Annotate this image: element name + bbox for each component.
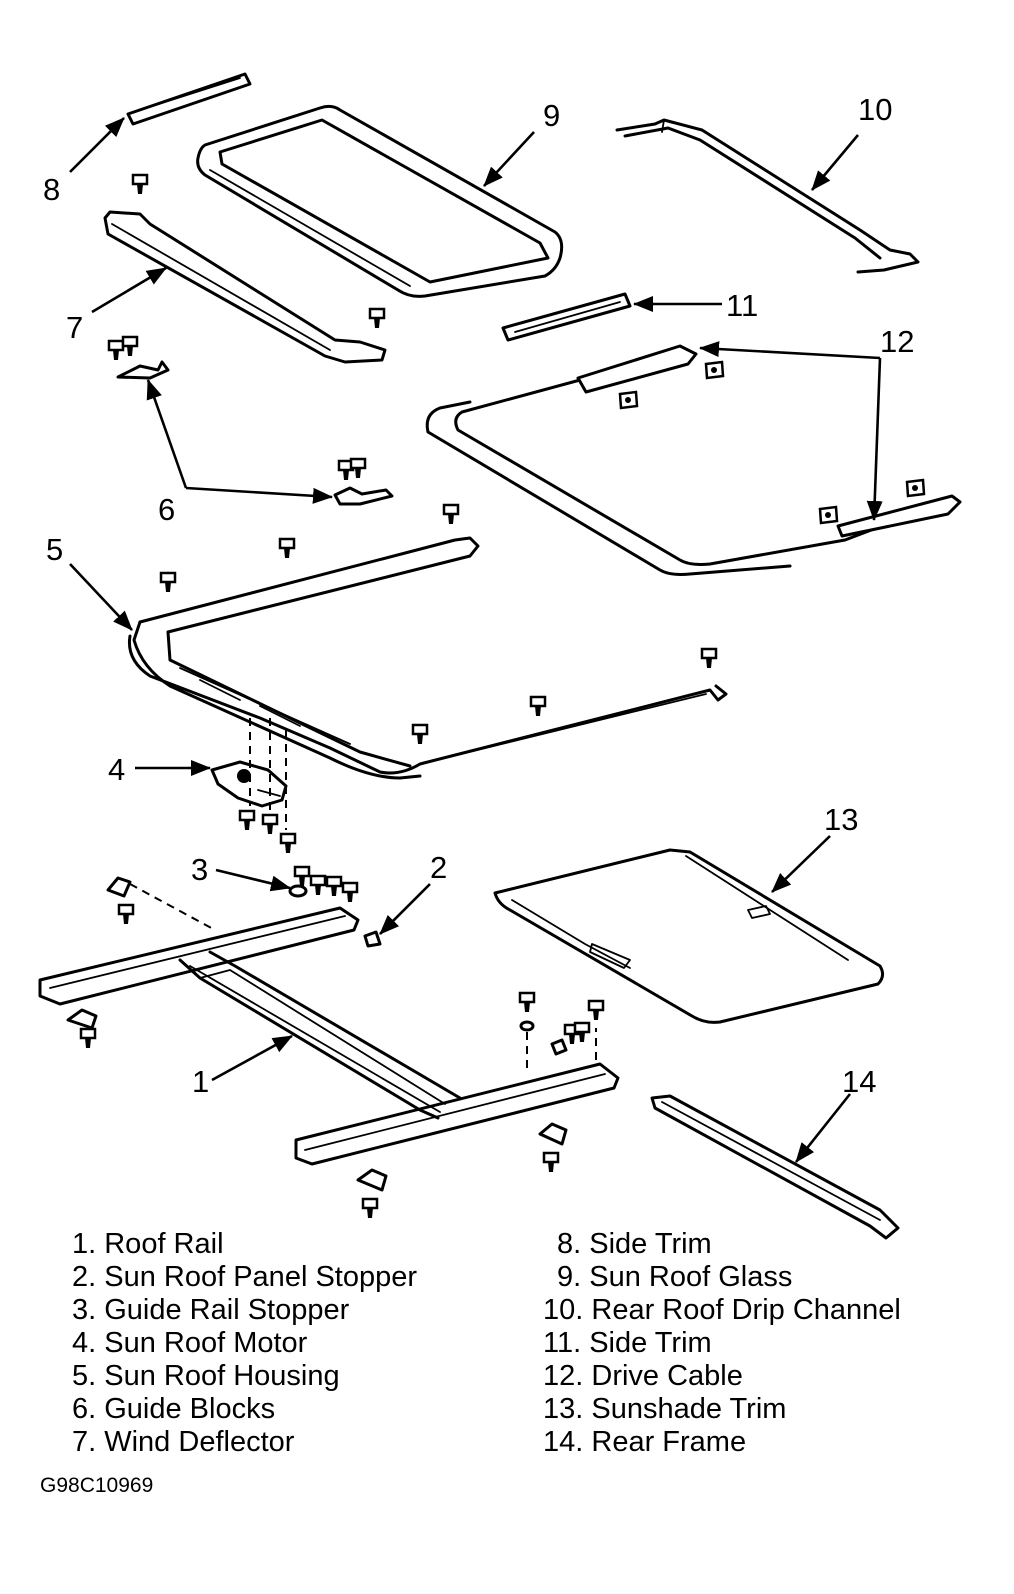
legend-item: 8. Side Trim — [557, 1228, 712, 1260]
sun-roof-housing — [127, 503, 728, 780]
legend-item: 1. Roof Rail — [72, 1228, 224, 1260]
legend-item: 6. Guide Blocks — [72, 1393, 275, 1425]
guide-blocks — [107, 335, 394, 506]
callout-2: 2 — [430, 850, 447, 885]
callout-1: 1 — [192, 1064, 209, 1099]
legend-item: 3. Guide Rail Stopper — [72, 1294, 350, 1326]
legend-item: 10. Rear Roof Drip Channel — [543, 1294, 901, 1326]
legend-left: 1. Roof Rail 2. Sun Roof Panel Stopper 3… — [72, 1228, 417, 1458]
figure-code: G98C10969 — [40, 1474, 153, 1497]
side-trim-middle — [501, 292, 632, 342]
callout-11: 11 — [726, 288, 758, 323]
sunshade-trim — [493, 848, 885, 1024]
callout-5: 5 — [46, 532, 63, 567]
legend-item: 11. Side Trim — [543, 1327, 712, 1359]
legend-item: 5. Sun Roof Housing — [72, 1360, 340, 1392]
callout-10: 10 — [858, 92, 892, 127]
legend-item: 13. Sunshade Trim — [543, 1393, 786, 1425]
sun-roof-panel-stopper — [363, 930, 382, 948]
side-trim-upper — [126, 72, 252, 126]
legend-item: 7. Wind Deflector — [72, 1426, 295, 1458]
callout-7: 7 — [66, 310, 83, 345]
wind-deflector — [103, 173, 387, 364]
callout-14: 14 — [842, 1064, 876, 1099]
rear-frame — [650, 1094, 900, 1240]
legend-item: 2. Sun Roof Panel Stopper — [72, 1261, 417, 1293]
sun-roof-glass — [196, 104, 564, 298]
callout-4: 4 — [108, 752, 125, 787]
callout-3: 3 — [191, 852, 208, 887]
callout-leaders — [69, 117, 883, 1163]
callout-8: 8 — [43, 172, 60, 207]
legend-right: 8. Side Trim 9. Sun Roof Glass 10. Rear … — [543, 1228, 901, 1458]
legend-item: 4. Sun Roof Motor — [72, 1327, 308, 1359]
callout-6: 6 — [158, 492, 175, 527]
roof-rail — [38, 876, 620, 1220]
guide-rail-stopper — [288, 865, 359, 904]
legend-item: 9. Sun Roof Glass — [557, 1261, 792, 1293]
legend-item: 12. Drive Cable — [543, 1360, 743, 1392]
sun-roof-motor — [210, 718, 297, 855]
callout-12: 12 — [880, 324, 914, 359]
callout-9: 9 — [543, 98, 560, 133]
drive-cable — [425, 344, 962, 576]
legend-item: 14. Rear Frame — [543, 1426, 746, 1458]
callout-13: 13 — [824, 802, 858, 837]
rear-roof-drip-channel — [615, 118, 920, 274]
